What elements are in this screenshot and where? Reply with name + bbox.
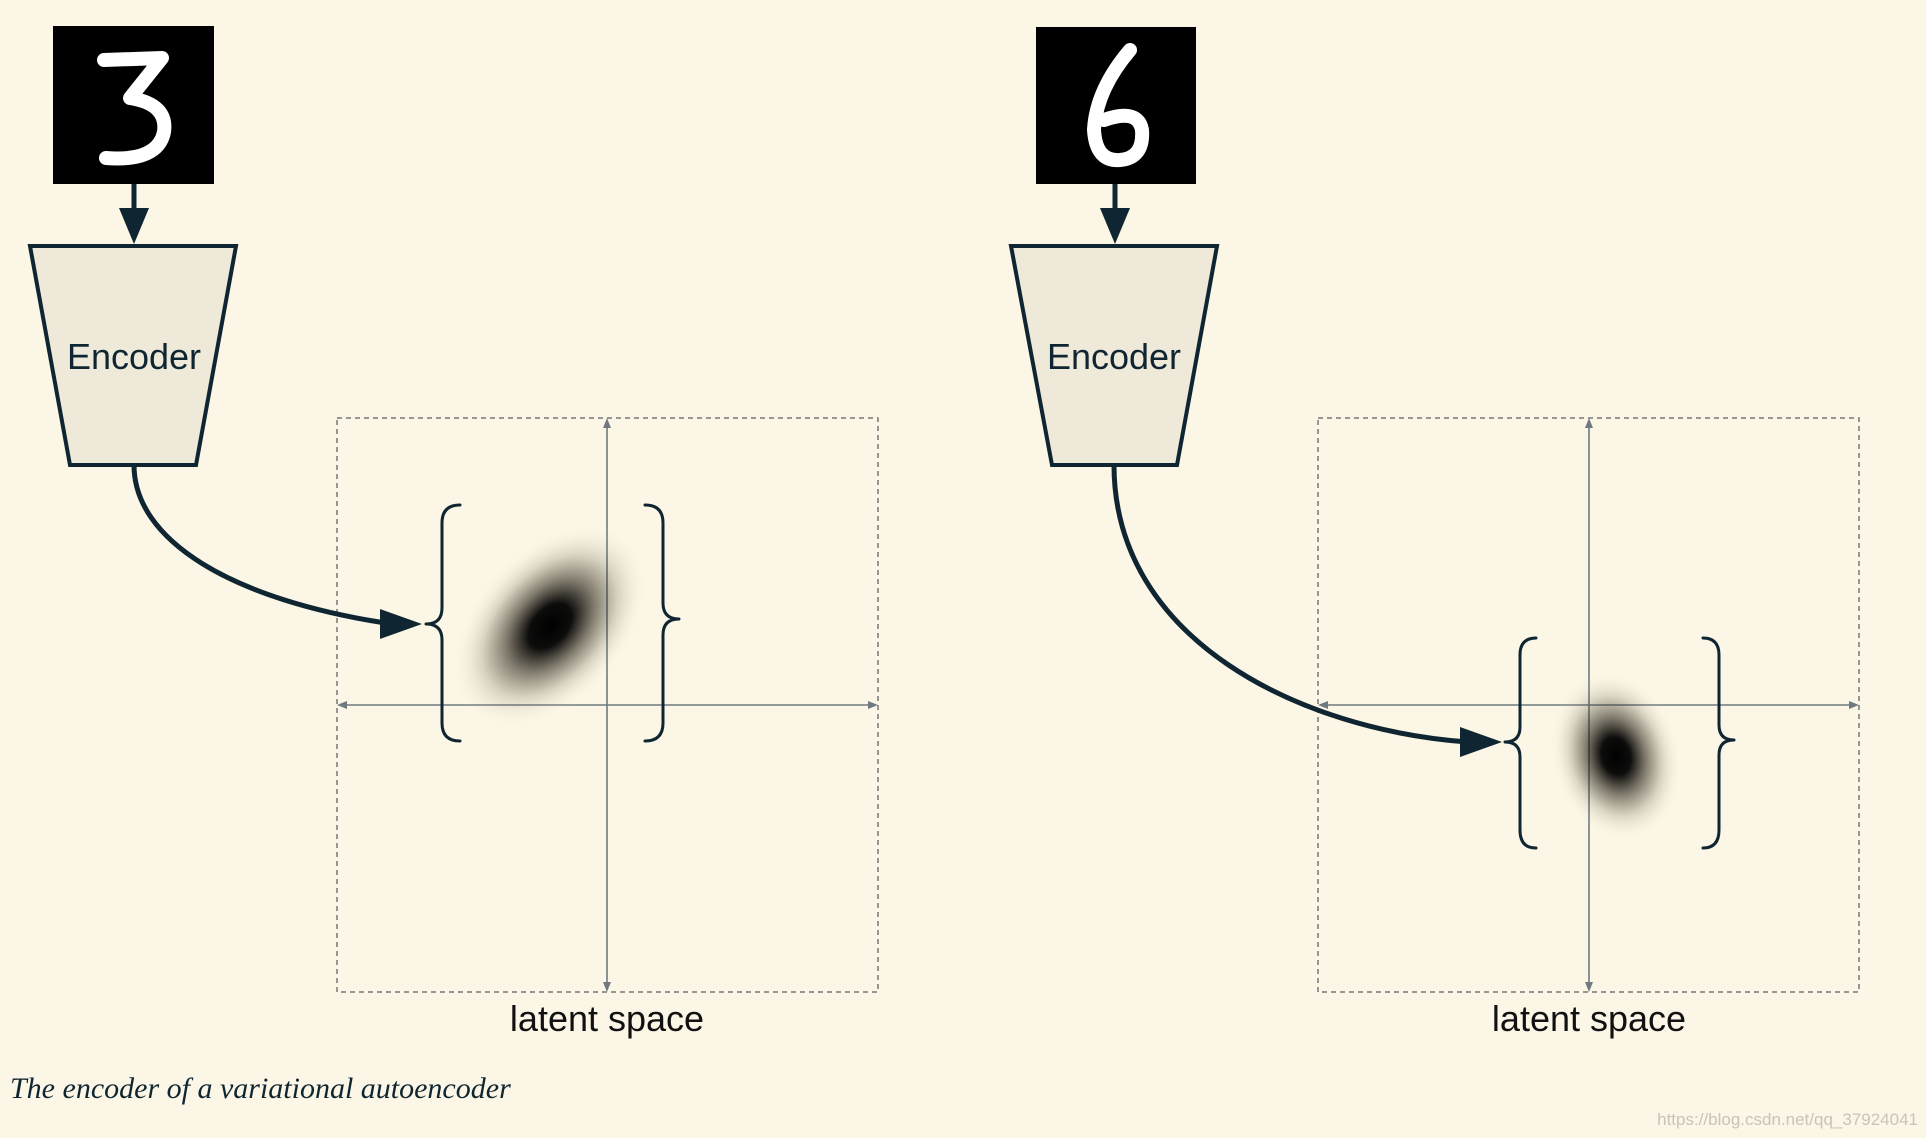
encoder-label: Encoder: [67, 336, 201, 377]
latent-space-plot: [336, 417, 879, 993]
input-digit-image: [53, 26, 214, 184]
latent-space-label: latent space: [510, 998, 704, 1039]
latent-space-plot: [1317, 417, 1860, 993]
encoder-block: Encoder: [27, 244, 239, 467]
input-arrow: [1100, 184, 1130, 244]
encoder-output-arrow: [1111, 464, 1502, 757]
gaussian-distribution: [1550, 671, 1682, 841]
latent-space-label: latent space: [1492, 998, 1686, 1039]
right-brace: [1701, 636, 1736, 850]
digit-6-glyph: [1087, 43, 1150, 168]
left-brace: [1503, 636, 1538, 850]
encoder-block: Encoder: [1008, 244, 1220, 467]
digit-3-glyph: [97, 51, 172, 166]
watermark: https://blog.csdn.net/qq_37924041: [1657, 1110, 1918, 1129]
encoder-label: Encoder: [1047, 336, 1181, 377]
right-brace: [643, 503, 681, 743]
left-brace: [424, 503, 462, 743]
figure-caption: The encoder of a variational autoencoder: [10, 1072, 511, 1105]
gaussian-distribution: [452, 524, 648, 728]
panel-left: Encoder latent space: [27, 26, 879, 1039]
encoder-output-arrow: [131, 464, 422, 639]
input-digit-image: [1036, 27, 1196, 184]
input-arrow: [119, 184, 149, 244]
panel-right: Encoder latent space: [1008, 27, 1860, 1039]
